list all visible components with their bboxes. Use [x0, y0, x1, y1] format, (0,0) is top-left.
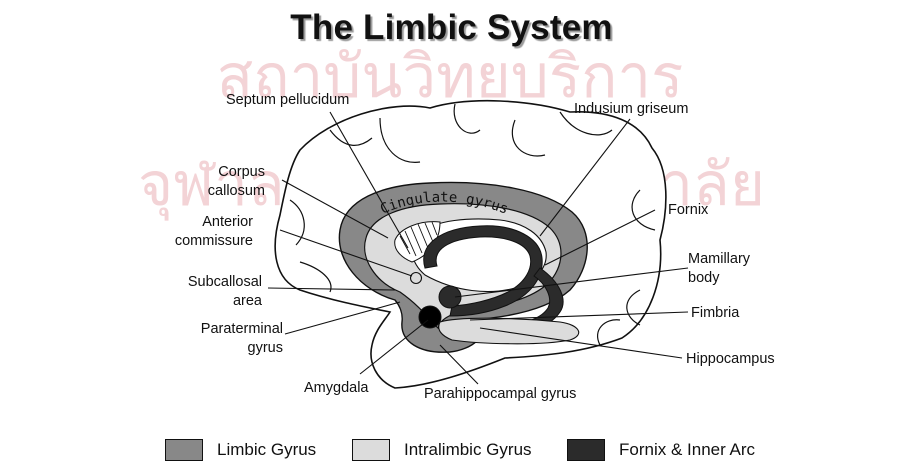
legend-label-fornix-inner-arc: Fornix & Inner Arc — [619, 440, 755, 460]
label-hippocampus: Hippocampus — [686, 350, 775, 369]
label-mamillary-body-line-1: Mamillary — [688, 250, 750, 269]
legend-label-limbic-gyrus: Limbic Gyrus — [217, 440, 316, 460]
label-paraterminal-gyrus: Paraterminal gyrus — [178, 320, 283, 358]
label-anterior-commissure-line-1: Anterior — [165, 213, 253, 232]
label-anterior-commissure-line-2: commissure — [165, 232, 253, 251]
label-paraterminal-gyrus-line-1: Paraterminal — [178, 320, 283, 339]
legend-item-fornix-inner-arc: Fornix & Inner Arc — [567, 438, 755, 462]
legend-swatch-fornix-inner-arc — [567, 439, 605, 461]
label-corpus-callosum-line-1: Corpus — [180, 163, 265, 182]
legend-swatch-limbic-gyrus — [165, 439, 203, 461]
label-subcallosal-area-line-1: Subcallosal — [166, 273, 262, 292]
label-subcallosal-area-line-2: area — [166, 292, 262, 311]
anterior-commissure — [411, 273, 422, 284]
label-amygdala: Amygdala — [304, 379, 368, 398]
label-mamillary-body: Mamillary body — [688, 250, 750, 288]
legend-item-intralimbic-gyrus: Intralimbic Gyrus — [352, 438, 532, 462]
label-septum-pellucidum: Septum pellucidum — [226, 91, 349, 110]
label-corpus-callosum-line-2: callosum — [180, 182, 265, 201]
label-corpus-callosum: Corpus callosum — [180, 163, 265, 201]
label-fimbria: Fimbria — [691, 304, 739, 323]
label-mamillary-body-line-2: body — [688, 269, 750, 288]
legend-label-intralimbic-gyrus: Intralimbic Gyrus — [404, 440, 532, 460]
label-paraterminal-gyrus-line-2: gyrus — [178, 339, 283, 358]
label-fornix: Fornix — [668, 201, 708, 220]
label-subcallosal-area: Subcallosal area — [166, 273, 262, 311]
label-indusium-griseum: Indusium griseum — [574, 100, 688, 119]
label-anterior-commissure: Anterior commissure — [165, 213, 253, 251]
legend-item-limbic-gyrus: Limbic Gyrus — [165, 438, 316, 462]
label-parahippocampal-gyrus: Parahippocampal gyrus — [424, 385, 576, 404]
legend-swatch-intralimbic-gyrus — [352, 439, 390, 461]
